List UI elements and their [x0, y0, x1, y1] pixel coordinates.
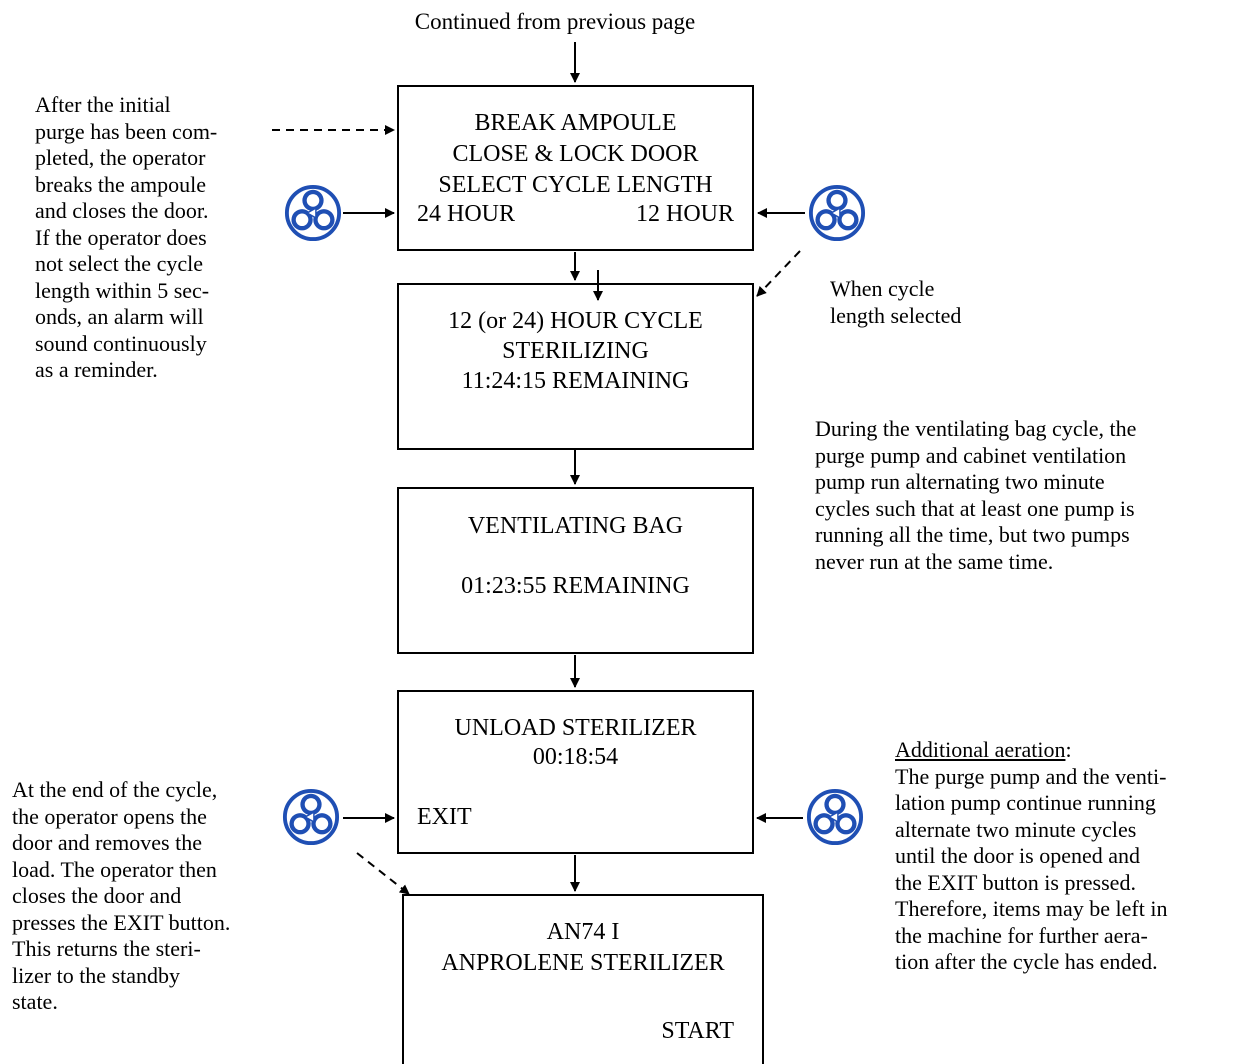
dashed-arrow-cycle-selected	[756, 250, 801, 297]
screen-line: 11:24:15 REMAINING	[461, 368, 690, 394]
note-line: the operator opens the	[12, 803, 207, 829]
note-line: presses the EXIT button.	[12, 909, 231, 935]
option-24-hour[interactable]: 24 HOUR	[417, 201, 516, 227]
note-cycle-selected: When cycle length selected	[830, 276, 961, 329]
note-line: lizer to the standby	[12, 962, 181, 988]
note-ventilating: During the ventilating bag cycle, the pu…	[815, 416, 1136, 575]
screen-line: BREAK AMPOULE	[474, 110, 677, 136]
start-option[interactable]: START	[661, 1018, 734, 1044]
note-initial-purge: After the initial purge has been com- pl…	[35, 92, 217, 384]
note-additional-aeration: Additional aeration: The purge pump and …	[895, 737, 1167, 976]
note-line: After the initial	[35, 92, 171, 117]
screen-break-ampoule: BREAK AMPOULE CLOSE & LOCK DOOR SELECT C…	[397, 85, 754, 251]
dashed-arrow-exit-returns	[356, 852, 410, 895]
note-line: closes the door and	[12, 883, 182, 908]
note-line: as a reminder.	[35, 357, 158, 382]
note-line: alternate two minute cycles	[895, 816, 1137, 842]
note-line: pump run alternating two minute	[815, 469, 1105, 494]
note-line: cycles such that at least one pump is	[815, 495, 1135, 521]
note-line: purge pump and cabinet ventilation	[815, 442, 1127, 468]
screen-sterilizing: 12 (or 24) HOUR CYCLE STERILIZING 11:24:…	[397, 283, 754, 450]
note-line: At the end of the cycle,	[12, 777, 218, 802]
note-line: not select the cycle	[35, 251, 203, 276]
note-line: sound continuously	[35, 330, 207, 356]
note-line: load. The operator then	[12, 856, 217, 882]
note-line: If the operator does	[35, 224, 207, 250]
screen-line: UNLOAD STERILIZER	[454, 715, 697, 741]
note-line: During the ventilating bag cycle, the	[815, 416, 1137, 441]
screen-line: AN74 I	[546, 919, 620, 945]
note-line: state.	[12, 989, 58, 1014]
note-line: door and removes the	[12, 830, 202, 855]
aeration-title: Additional aeration	[895, 737, 1066, 762]
note-line: length within 5 sec-	[35, 277, 210, 303]
screen-line: 12 (or 24) HOUR CYCLE	[448, 308, 703, 334]
exit-option[interactable]: EXIT	[417, 804, 472, 830]
note-line: never run at the same time.	[815, 548, 1054, 574]
continued-from-previous: Continued from previous page	[414, 9, 696, 34]
note-line: tion after the cycle has ended.	[895, 949, 1158, 974]
note-line: lation pump continue running	[895, 790, 1156, 815]
screen-line: 00:18:54	[532, 744, 619, 770]
screen-ventilating-bag: VENTILATING BAG 01:23:55 REMAINING	[397, 487, 754, 654]
screen-line: VENTILATING BAG	[467, 513, 684, 539]
screen-line: SELECT CYCLE LENGTH	[438, 172, 713, 198]
note-line: breaks the ampoule	[35, 171, 207, 197]
aeration-heading: Additional aeration:	[895, 737, 1167, 764]
screen-line: CLOSE & LOCK DOOR	[452, 141, 699, 167]
fan-button-icon[interactable]	[282, 788, 340, 846]
note-line: onds, an alarm will	[35, 304, 204, 329]
note-line: When cycle	[830, 276, 935, 301]
fan-button-icon[interactable]	[808, 184, 866, 242]
fan-button-icon[interactable]	[806, 788, 864, 846]
option-12-hour[interactable]: 12 HOUR	[635, 201, 734, 227]
fan-button-icon[interactable]	[284, 184, 342, 242]
note-line: the machine for further aera-	[895, 922, 1148, 948]
note-line: pleted, the operator	[35, 145, 206, 170]
note-line: and closes the door.	[35, 198, 209, 223]
screen-standby: AN74 I ANPROLENE STERILIZER START	[402, 894, 764, 1064]
screen-unload-sterilizer: UNLOAD STERILIZER 00:18:54 EXIT	[397, 690, 754, 854]
aeration-colon: :	[1065, 737, 1072, 762]
screen-line: ANPROLENE STERILIZER	[441, 950, 725, 976]
note-line: length selected	[830, 302, 962, 328]
note-end-of-cycle: At the end of the cycle, the operator op…	[12, 777, 230, 1016]
note-line: The purge pump and the venti-	[895, 763, 1167, 789]
note-line: This returns the steri-	[12, 936, 201, 961]
note-line: until the door is opened and	[895, 843, 1141, 868]
note-line: the EXIT button is pressed.	[895, 869, 1136, 895]
note-line: purge has been com-	[35, 118, 218, 144]
note-line: running all the time, but two pumps	[815, 522, 1130, 547]
screen-line: 01:23:55 REMAINING	[461, 573, 690, 599]
screen-line: STERILIZING	[502, 338, 649, 364]
note-line: Therefore, items may be left in	[895, 896, 1168, 921]
